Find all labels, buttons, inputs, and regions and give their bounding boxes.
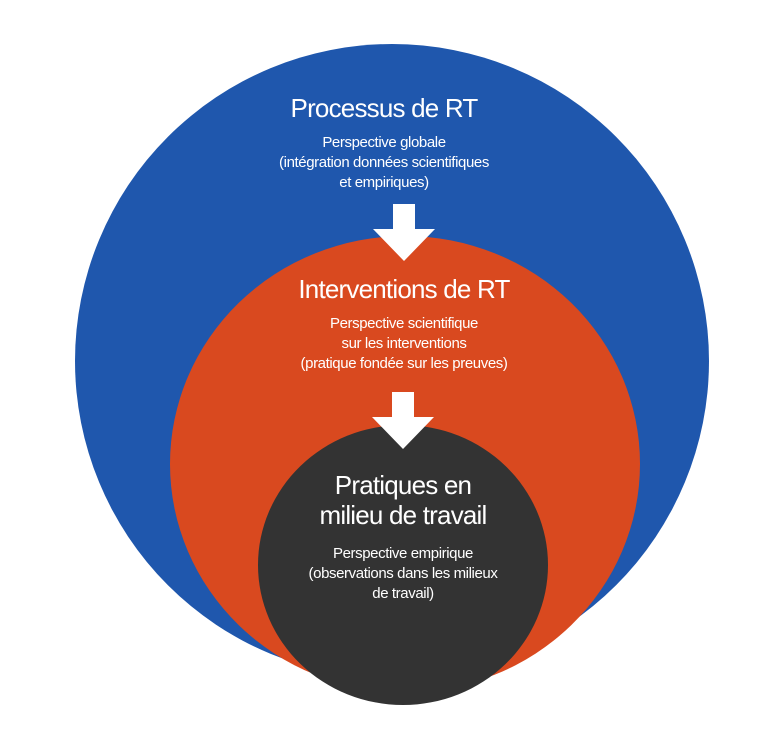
- outer-subtitle-line: et empiriques): [339, 174, 429, 191]
- inner-title: Pratiques en milieu de travail: [0, 470, 768, 530]
- middle-subtitle: Perspective scientifique sur les interve…: [0, 314, 768, 374]
- inner-circle-pratiques: [258, 425, 548, 705]
- middle-subtitle-line: sur les interventions: [341, 335, 467, 352]
- outer-subtitle-line: (intégration données scientifiques: [279, 154, 489, 171]
- middle-title: Interventions de RT: [298, 274, 510, 304]
- outer-subtitle-line: Perspective globale: [322, 134, 446, 151]
- inner-subtitle: Perspective empirique (observations dans…: [0, 544, 768, 604]
- middle-subtitle-line: Perspective scientifique: [330, 315, 478, 332]
- down-arrow-icon: [373, 204, 435, 261]
- down-arrow-icon: [372, 392, 434, 449]
- down-arrow-shape: [372, 392, 434, 449]
- inner-subtitle-line: de travail): [372, 585, 434, 602]
- inner-subtitle-line: Perspective empirique: [332, 545, 473, 562]
- inner-title-line: Pratiques en: [334, 470, 472, 500]
- outer-subtitle: Perspective globale (intégration données…: [0, 133, 768, 193]
- outer-title: Processus de RT: [290, 93, 479, 123]
- middle-subtitle-line: (pratique fondée sur les preuves): [300, 355, 508, 372]
- inner-title-line: milieu de travail: [319, 500, 487, 530]
- down-arrow-shape: [373, 204, 435, 261]
- inner-subtitle-line: (observations dans les milieux: [308, 565, 498, 582]
